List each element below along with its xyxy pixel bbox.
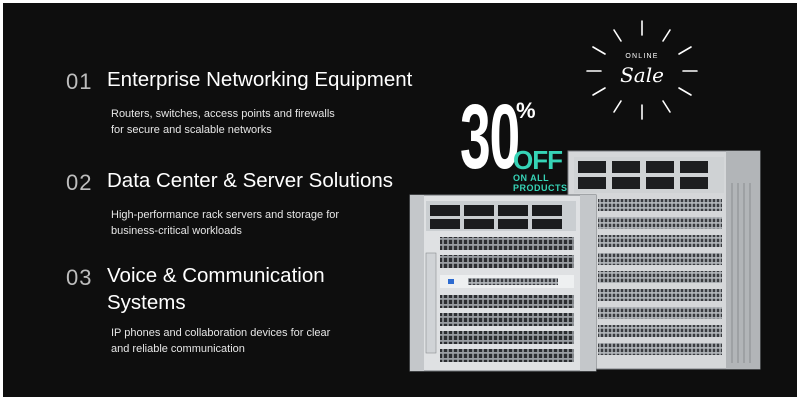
feature-number: 01 (66, 69, 93, 94)
sale-badge: ONLINE Sale (583, 11, 701, 129)
off-text: OFF (513, 145, 563, 175)
discount-subtext: ON ALL PRODUCTS (513, 173, 568, 193)
sunburst-icon (586, 20, 698, 120)
discount-amount: 30 (460, 86, 520, 188)
feature-title: Voice & Communication Systems (107, 264, 325, 314)
feature-description: Routers, switches, access points and fir… (111, 108, 335, 136)
feature-title: Data Center & Server Solutions (107, 169, 393, 192)
network-switch-chassis-image (409, 150, 761, 372)
promo-banner: 01 Enterprise Networking Equipment Route… (3, 3, 797, 397)
feature-description: IP phones and collaboration devices for … (111, 327, 331, 355)
sale-badge-main-text: Sale (620, 63, 664, 87)
sale-badge-small-text: ONLINE (625, 53, 659, 60)
feature-number: 02 (66, 170, 93, 195)
discount-promo: 30 % OFF ON ALL PRODUCTS (460, 87, 572, 199)
feature-title: Enterprise Networking Equipment (107, 68, 413, 91)
percent-sign: % (516, 98, 536, 123)
feature-description: High-performance rack servers and storag… (111, 209, 340, 237)
feature-number: 03 (66, 265, 93, 290)
